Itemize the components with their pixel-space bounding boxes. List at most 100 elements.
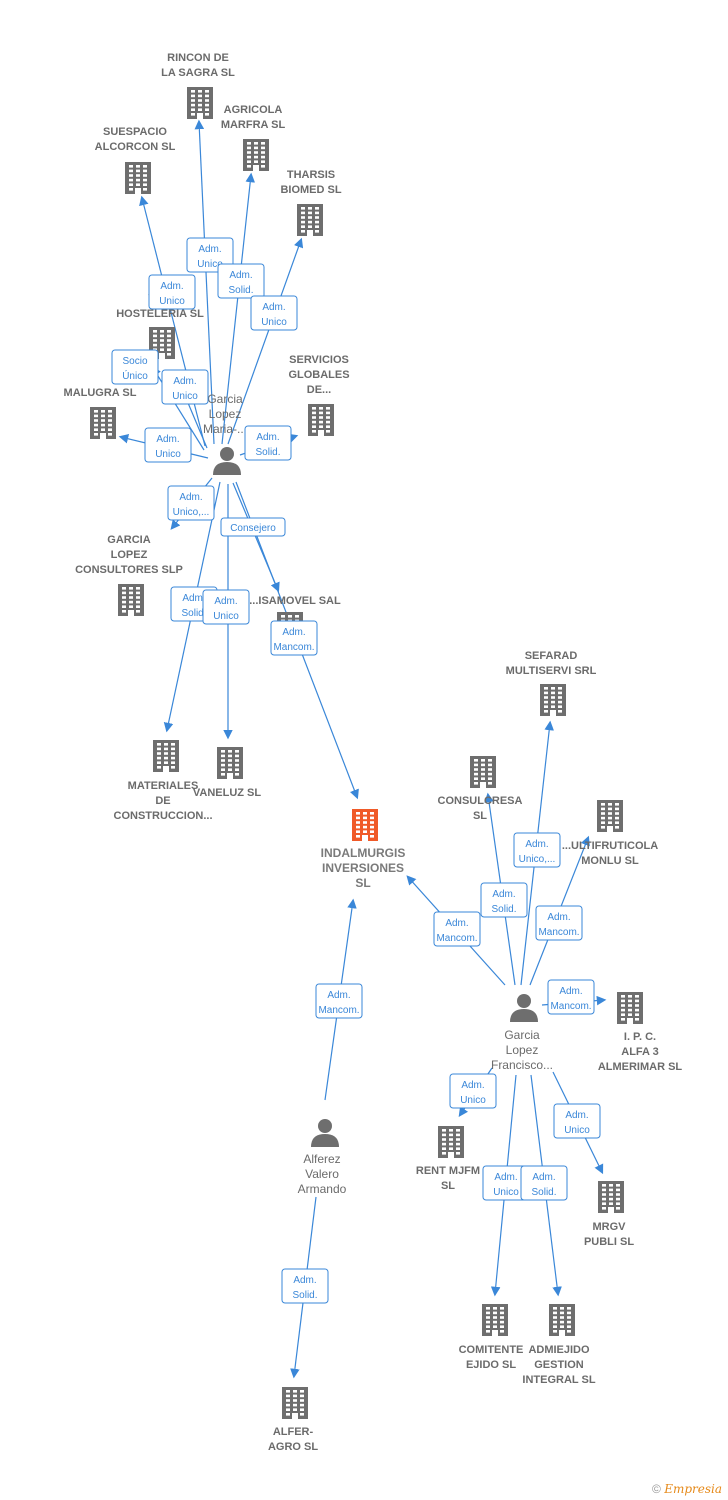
edge-label-line: Adm. — [229, 270, 252, 281]
company-icon-servicios[interactable] — [308, 404, 334, 436]
company-label-isamovel: ...ISAMOVEL SAL — [249, 595, 341, 607]
edge-label-line: Unico — [493, 1187, 519, 1198]
edge-label-line: Mancom. — [273, 642, 314, 653]
company-icon-alfer[interactable] — [282, 1387, 308, 1419]
company-label-rentmjfm-line: SL — [441, 1180, 455, 1192]
edge-label[interactable]: Adm.Mancom. — [547, 979, 595, 1015]
edge-label-line: Adm. — [547, 912, 570, 923]
company-icon-comitente[interactable] — [482, 1304, 508, 1336]
edge-label[interactable]: Adm.Solid. — [520, 1165, 568, 1201]
company-label-garcialopez-line: GARCIA — [107, 534, 150, 546]
company-label-suespacio: SUESPACIO ALCORCON SL — [95, 126, 176, 153]
company-icon-rentmjfm[interactable] — [438, 1126, 464, 1158]
person-icon-alferez[interactable] — [311, 1119, 339, 1147]
edge-label[interactable]: Adm.Unico — [202, 589, 250, 625]
edge-label-line: Adm. — [492, 889, 515, 900]
edge-label-line: Adm. — [327, 990, 350, 1001]
edge-label[interactable]: Adm.Solid. — [244, 425, 292, 461]
company-label-rentmjfm-line: RENT MJFM — [416, 1165, 480, 1177]
company-label-agricola-line: MARFRA SL — [221, 119, 286, 131]
company-icon-consulcresa[interactable] — [470, 756, 496, 788]
edge-label[interactable]: Adm.Unico — [449, 1073, 497, 1109]
edge-label-text: Adm.Mancom. — [538, 912, 579, 938]
company-icon-multifruticola[interactable] — [597, 800, 623, 832]
edge-label-line: Adm. — [256, 432, 279, 443]
edge-maria-to-rincon — [194, 119, 215, 445]
edge-label-line: Adm. — [282, 627, 305, 638]
edge-label[interactable]: Adm.Unico — [144, 427, 192, 463]
company-icon-mrgv[interactable] — [598, 1181, 624, 1213]
company-label-suespacio-line: ALCORCON SL — [95, 141, 176, 153]
edge-label[interactable]: Consejero — [220, 517, 286, 537]
person-label-alferez-line: Alferez — [303, 1152, 340, 1166]
edge-label-text: Adm.Solid. — [255, 432, 280, 458]
company-label-mrgv-line: MRGV — [593, 1221, 627, 1233]
company-icon-agricola[interactable] — [243, 139, 269, 171]
company-label-consulcresa-line: SL — [473, 810, 487, 822]
center-company-label-line: INVERSIONES — [322, 861, 404, 875]
center-company-icon[interactable] — [352, 809, 378, 841]
company-label-servicios-line: DE... — [307, 384, 331, 396]
edge-label[interactable]: Adm.Solid. — [480, 882, 528, 918]
company-icon-materiales[interactable] — [153, 740, 179, 772]
edge-label-text: Adm. Mancom. — [318, 990, 359, 1016]
company-icon-garcialopez[interactable] — [118, 584, 144, 616]
company-icon-ipc[interactable] — [617, 992, 643, 1024]
person-label-francisco-line: Lopez — [506, 1043, 539, 1057]
person-label-francisco-line: Garcia — [504, 1028, 540, 1042]
edge-label-line: Adm. — [525, 839, 548, 850]
edge-label[interactable]: Adm.Unico — [148, 274, 196, 310]
company-label-admiejido-line: ADMIEJIDO — [528, 1344, 590, 1356]
edge-label[interactable]: Adm.Solid. — [217, 263, 265, 299]
edge-maria-to-suespacio — [139, 195, 206, 447]
company-icon-rincon[interactable] — [187, 87, 213, 119]
company-label-rincon-line: LA SAGRA SL — [161, 67, 235, 79]
company-label-malugra-line: MALUGRA SL — [64, 387, 137, 399]
edge-label[interactable]: Adm. Mancom. — [270, 620, 318, 656]
company-icon-malugra[interactable] — [90, 407, 116, 439]
company-icon-tharsis[interactable] — [297, 204, 323, 236]
company-label-malugra: MALUGRA SL — [64, 387, 137, 399]
edge-label[interactable]: Adm.Unico — [250, 295, 298, 331]
edge-label[interactable]: Adm.Mancom. — [535, 905, 583, 941]
edge-label-line: Mancom. — [436, 933, 477, 944]
company-icon-admiejido[interactable] — [549, 1304, 575, 1336]
edge-label[interactable]: Adm. Mancom. — [315, 983, 363, 1019]
edge-label-line: Mancom. — [318, 1005, 359, 1016]
company-icon-sefarad[interactable] — [540, 684, 566, 716]
company-label-vaneluz: VANELUZ SL — [193, 787, 262, 799]
edge-label[interactable]: Adm.Mancom. — [433, 911, 481, 947]
company-icon-suespacio[interactable] — [125, 162, 151, 194]
person-icon-francisco[interactable] — [510, 994, 538, 1022]
edge-label-line: Único — [122, 369, 148, 382]
edge-label[interactable]: Adm.Unico — [553, 1103, 601, 1139]
edge-label-line: Unico — [261, 317, 287, 328]
edge-label[interactable]: Adm.Solid. — [281, 1268, 329, 1304]
person-icon-maria[interactable] — [213, 447, 241, 475]
edge-label-text: Adm.Unico — [460, 1080, 486, 1106]
edge-maria-to-agricola — [221, 172, 256, 445]
edge-label[interactable]: Adm.Unico — [482, 1165, 530, 1201]
empresia-logo[interactable]: Empresia — [664, 1482, 722, 1496]
company-icon-vaneluz[interactable] — [217, 747, 243, 779]
edge-label-text: Consejero — [230, 523, 276, 534]
edge-label[interactable]: Adm.Unico,... — [167, 485, 215, 521]
person-label-francisco-line: Francisco... — [491, 1058, 553, 1072]
edge-label-line: Unico — [155, 449, 181, 460]
company-label-suespacio-line: SUESPACIO — [103, 126, 167, 138]
center-company-label-line: SL — [355, 876, 370, 890]
company-label-multifruticola-line: MONLU SL — [581, 855, 639, 867]
edge-label-line: Adm. — [179, 492, 202, 503]
edge-label[interactable]: Adm.Unico,... — [513, 832, 561, 868]
edge-label[interactable]: Adm.Unico — [161, 369, 209, 405]
edge-label-line: Solid. — [181, 608, 206, 619]
